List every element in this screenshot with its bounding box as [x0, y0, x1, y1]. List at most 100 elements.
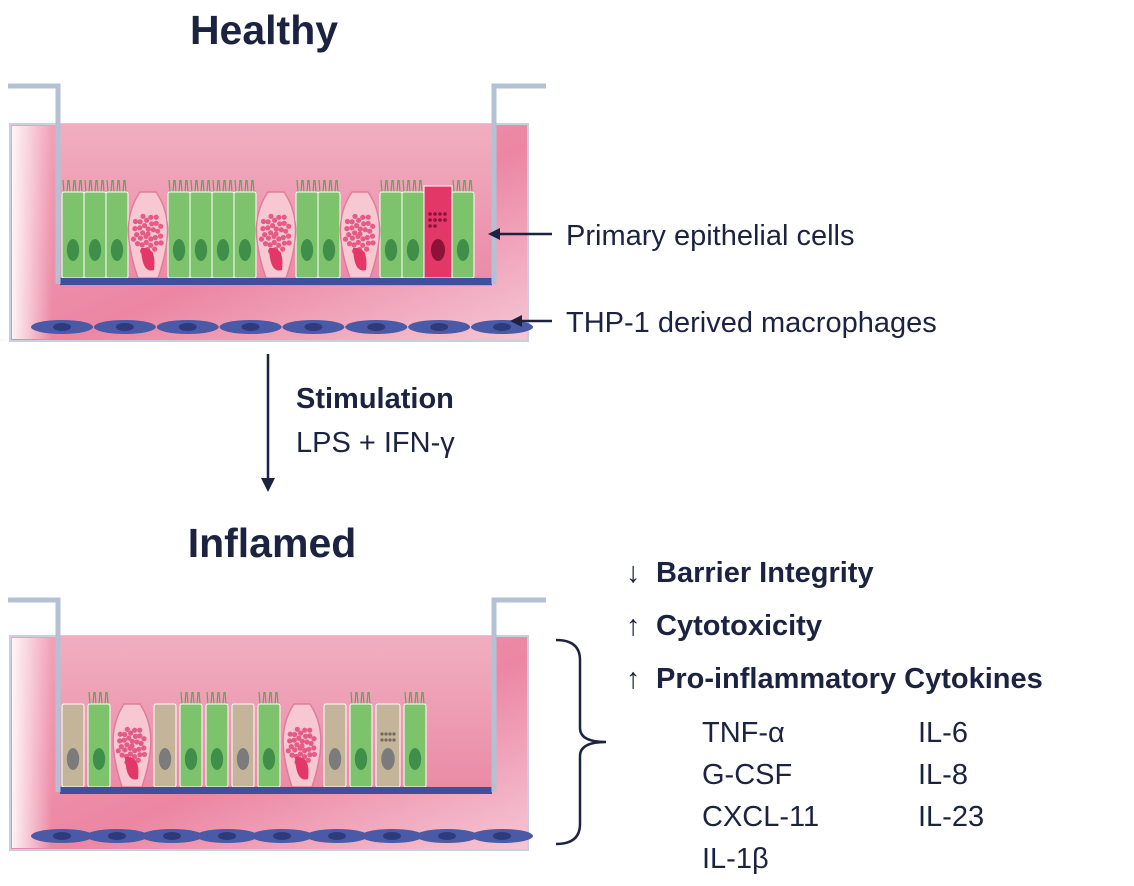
mucin-granule: [291, 737, 297, 743]
cell-nucleus: [194, 239, 208, 261]
debris-granule: [380, 738, 384, 742]
healthy-transwell: [8, 83, 546, 342]
cilia: [258, 691, 279, 705]
cell-nucleus: [408, 748, 422, 770]
mucin-granule: [153, 214, 159, 220]
mucin-granule: [281, 220, 287, 226]
mucin-granule: [153, 240, 159, 246]
epithelial-cell: [211, 179, 235, 279]
granule: [443, 212, 447, 216]
mucin-granule: [273, 226, 279, 232]
cell-nucleus: [236, 748, 250, 770]
cell-nucleus: [456, 239, 470, 261]
mucin-granule: [305, 757, 311, 763]
cell-body: [179, 703, 203, 788]
cilia: [234, 179, 255, 193]
macrophage-nucleus: [304, 323, 323, 331]
mucin-granule: [134, 739, 140, 745]
cell-body: [167, 191, 191, 279]
mucin-granule: [364, 234, 370, 241]
mucin-granule: [134, 232, 140, 238]
mucin-granule: [346, 232, 352, 238]
mucin-granule: [370, 240, 376, 246]
healthy-insert-left-wall: [8, 83, 61, 284]
mucin-granule: [135, 757, 141, 763]
macrophage-nucleus: [493, 323, 511, 331]
cilia: [62, 179, 83, 193]
inflamed-title: Inflamed: [188, 520, 357, 566]
mucin-granule: [283, 228, 289, 234]
cell-body: [323, 703, 347, 788]
mucin-granule: [148, 242, 154, 248]
mucin-granule: [124, 726, 130, 732]
cilia: [106, 179, 127, 193]
mucin-granule: [294, 726, 300, 732]
goblet-cell: [339, 191, 381, 279]
cell-nucleus: [110, 239, 124, 261]
cell-body: [211, 191, 235, 279]
mucin-granule: [121, 737, 127, 743]
mucin-granule: [276, 242, 282, 248]
cilia: [88, 691, 109, 705]
stimulation-arrow: [261, 354, 275, 492]
cell-nucleus: [384, 239, 398, 261]
inflamed-epithelial-layer: [61, 691, 427, 788]
granule: [433, 224, 437, 228]
mucin-granule: [280, 234, 286, 241]
epithelial-cell: [105, 179, 129, 279]
cell-nucleus: [262, 748, 276, 770]
mucin-granule: [260, 218, 267, 225]
epithelial-cell: [61, 703, 85, 788]
epithelial-cell: [167, 179, 191, 279]
debris-granule: [388, 732, 392, 736]
healthy-macrophages: [31, 320, 533, 334]
mucin-granule: [357, 226, 363, 232]
goblet-nucleus: [295, 756, 309, 780]
mucin-granule: [158, 240, 164, 246]
mucin-granule: [137, 219, 143, 225]
cell-body: [105, 191, 129, 279]
mucin-granule: [129, 738, 135, 744]
mucin-granule: [292, 747, 298, 753]
granule: [428, 212, 432, 216]
mucin-granule: [141, 745, 147, 751]
inflamed-well-glare: [12, 638, 52, 848]
goblet-cell: [255, 191, 297, 279]
goblet-nucleus: [269, 247, 283, 271]
mucin-granule: [277, 221, 283, 227]
mucin-granule: [369, 233, 376, 239]
macrophage-nucleus: [218, 832, 236, 840]
mucin-granule: [307, 733, 313, 739]
mucin-granule: [265, 219, 271, 225]
mucin-granule: [272, 217, 278, 223]
healthy-membrane: [60, 278, 492, 285]
mucin-granule: [288, 744, 294, 750]
mucin-granule: [127, 745, 133, 751]
effect-barrier: ↓ Barrier Integrity: [626, 557, 874, 589]
epithelial-cell: [233, 179, 257, 279]
granule: [433, 218, 437, 222]
mucin-granule: [137, 727, 143, 733]
cilia: [84, 179, 105, 193]
mucin-granule: [140, 230, 146, 236]
cell-nucleus: [431, 239, 445, 261]
epithelial-cell: [295, 179, 319, 279]
mucin-granule: [122, 747, 128, 753]
mucin-granule: [365, 240, 371, 246]
mucin-granule: [260, 226, 266, 232]
cytokine-g-csf: G-CSF: [702, 759, 792, 791]
mucin-granule: [139, 242, 145, 248]
cell-body: [231, 703, 255, 788]
mucin-granule: [356, 217, 362, 223]
mucin-granule: [117, 731, 123, 737]
cell-body: [423, 185, 453, 279]
mucin-granule: [287, 731, 293, 737]
mucin-granule: [117, 738, 123, 744]
cilia: [402, 179, 423, 193]
effect-barrier-arrow: ↓: [626, 557, 641, 589]
healthy-epithelial-layer: [61, 179, 475, 279]
healthy-well-glare: [12, 126, 52, 339]
macrophage-nucleus: [241, 323, 260, 331]
epithelial-cell: [401, 179, 425, 279]
mucin-granule: [364, 246, 370, 252]
